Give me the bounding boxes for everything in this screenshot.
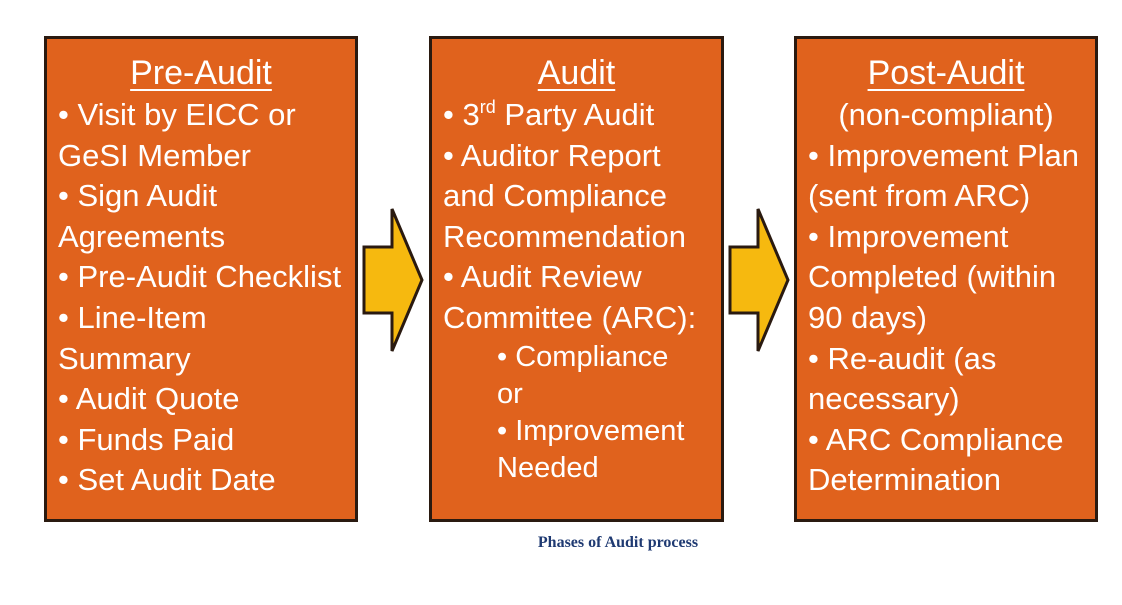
audit-sub-line: • Improvement	[497, 414, 685, 447]
audit-sub-line: or	[497, 377, 523, 410]
audit-line: Recommendation	[443, 218, 686, 254]
right-arrow-icon	[362, 208, 424, 352]
pre-audit-line: GeSI Member	[58, 137, 251, 173]
pre-audit-line: • Visit by EICC or	[58, 97, 296, 132]
post-audit-list: • Improvement Plan (sent from ARC) • Imp…	[797, 136, 1095, 501]
audit-sub-line: Needed	[497, 451, 599, 484]
audit-line: Committee (ARC):	[443, 299, 697, 335]
post-audit-line: Determination	[808, 462, 1001, 498]
post-audit-box: Post-Audit (non-compliant) • Improvement…	[794, 36, 1098, 522]
audit-line-text: Party Audit	[495, 97, 655, 132]
audit-list: • 3rd Party Audit • Auditor Report and C…	[432, 95, 721, 339]
audit-line: and Compliance	[443, 178, 668, 214]
pre-audit-line: • Funds Paid	[58, 421, 235, 457]
audit-line: • Audit Review	[443, 259, 642, 295]
pre-audit-line: Summary	[58, 340, 191, 376]
audit-sub-list: • Compliance or • Improvement Needed	[432, 339, 721, 487]
audit-line: • 3rd Party Audit	[432, 95, 721, 136]
pre-audit-line: • Sign Audit	[58, 178, 218, 214]
pre-audit-box: Pre-Audit • Visit by EICC or GeSI Member…	[44, 36, 358, 522]
pre-audit-line: • Line-Item	[58, 299, 207, 335]
figure-caption: Phases of Audit process	[537, 534, 699, 551]
right-arrow-icon	[728, 208, 790, 352]
pre-audit-line: • Set Audit Date	[58, 462, 276, 498]
post-audit-line: • ARC Compliance	[808, 421, 1064, 457]
audit-title: Audit	[537, 54, 616, 92]
post-audit-line: • Improvement Plan	[808, 137, 1080, 173]
post-audit-line: Completed (within	[808, 259, 1057, 295]
audit-line: • Auditor Report	[443, 137, 661, 173]
ordinal-suffix: rd	[479, 97, 496, 117]
audit-line-text: • 3	[443, 97, 480, 132]
audit-sub-line: • Compliance	[497, 340, 669, 373]
post-audit-subtitle: (non-compliant)	[838, 97, 1054, 132]
post-audit-title: Post-Audit	[867, 54, 1025, 92]
pre-audit-line: • Audit Quote	[58, 381, 240, 417]
post-audit-line: 90 days)	[808, 299, 927, 335]
pre-audit-line: Agreements	[58, 218, 226, 254]
audit-box: Audit • 3rd Party Audit • Auditor Report…	[429, 36, 724, 522]
pre-audit-list: • Visit by EICC or GeSI Member • Sign Au…	[47, 95, 355, 501]
pre-audit-line: • Pre-Audit Checklist	[58, 259, 342, 295]
post-audit-line: (sent from ARC)	[808, 178, 1031, 214]
post-audit-line: necessary)	[808, 381, 960, 417]
pre-audit-title: Pre-Audit	[130, 54, 272, 92]
post-audit-line: • Re-audit (as	[808, 340, 997, 376]
post-audit-line: • Improvement	[808, 218, 1009, 254]
